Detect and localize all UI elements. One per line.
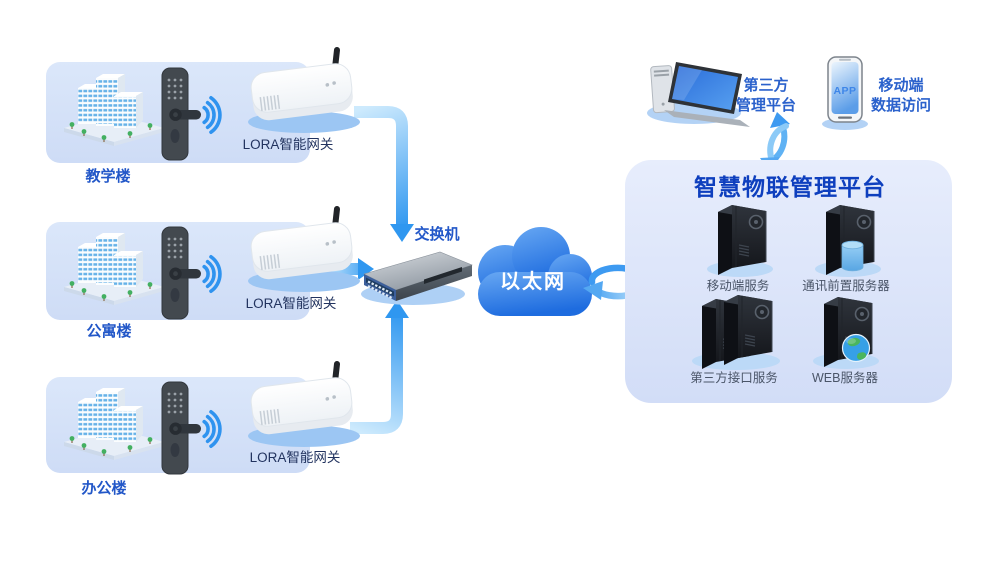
flow-arrow-gateway3-to-switch bbox=[350, 300, 409, 434]
comm-front-server-icon bbox=[825, 204, 875, 276]
switch-label: 交换机 bbox=[414, 226, 460, 243]
lora-gateway-icon bbox=[248, 364, 360, 447]
third-party-label-line2: 管理平台 bbox=[735, 97, 796, 114]
building-label-office: 办公楼 bbox=[81, 480, 127, 497]
web-server-icon bbox=[823, 296, 873, 368]
lora-gateway-icon bbox=[248, 209, 360, 292]
ethernet-switch-icon bbox=[361, 251, 473, 305]
gateway-label-1: LORA智能网关 bbox=[242, 137, 334, 152]
flow-arrow-gateway1-to-switch bbox=[354, 106, 414, 242]
building-label-apartment: 公寓楼 bbox=[86, 323, 132, 340]
third-party-label-line1: 第三方 bbox=[743, 77, 789, 94]
building-label-teaching: 教学楼 bbox=[85, 168, 131, 185]
platform-title: 智慧物联管理平台 bbox=[694, 174, 886, 200]
server-label-third-party-api: 第三方接口服务 bbox=[690, 371, 778, 385]
server-label-mobile-service: 移动端服务 bbox=[706, 279, 770, 293]
smartphone-icon bbox=[822, 56, 868, 130]
desktop-computer-icon bbox=[647, 62, 750, 127]
server-label-web: WEB服务器 bbox=[812, 371, 878, 385]
mobile-access-label-line1: 移动端 bbox=[878, 77, 924, 94]
phone-app-badge: APP bbox=[833, 85, 857, 97]
mobile-access-label-line2: 数据访问 bbox=[870, 97, 931, 114]
cloud-label: 以太网 bbox=[500, 271, 566, 293]
globe-icon bbox=[841, 333, 871, 363]
server-label-comm-front: 通讯前置服务器 bbox=[802, 279, 890, 293]
gateway-label-3: LORA智能网关 bbox=[249, 450, 341, 465]
gateway-label-2: LORA智能网关 bbox=[245, 296, 337, 311]
ethernet-cloud bbox=[478, 227, 592, 316]
